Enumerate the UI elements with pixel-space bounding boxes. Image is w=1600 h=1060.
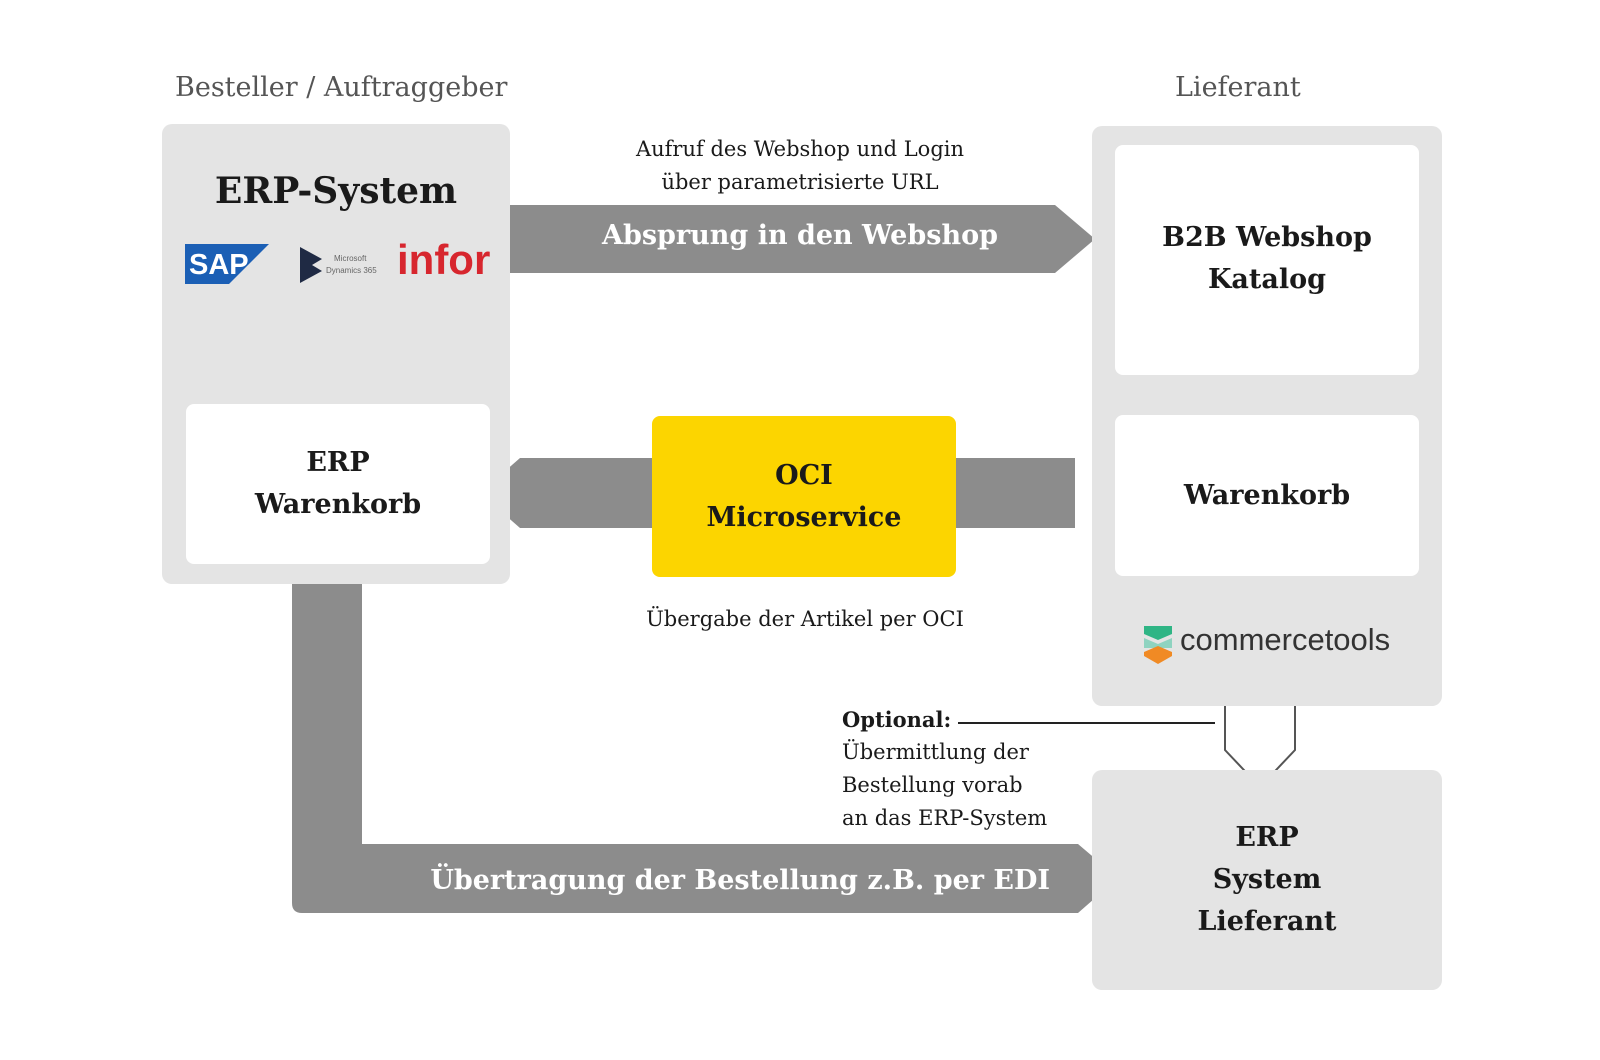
svg-text:Microsoft: Microsoft xyxy=(334,254,367,263)
orderer-column-title: Besteller / Auftraggeber xyxy=(175,72,508,103)
webshop-jump-label: Absprung in den Webshop xyxy=(602,220,998,251)
infor-logo: infor xyxy=(397,236,491,283)
optional-line1: Übermittlung der xyxy=(842,740,1029,764)
erp-cart-card: ERP Warenkorb xyxy=(186,404,490,564)
svg-text:Dynamics 365: Dynamics 365 xyxy=(326,266,377,275)
optional-line3: an das ERP-System xyxy=(842,806,1048,830)
edi-transfer-arrow xyxy=(292,580,1118,913)
webshop-jump-arrow xyxy=(500,205,1095,273)
erp-cart-line1: ERP xyxy=(306,447,370,478)
supplier-erp-line2: System xyxy=(1212,864,1322,895)
supplier-cart-label: Warenkorb xyxy=(1183,479,1351,511)
commercetools-wordmark: commercetools xyxy=(1180,622,1391,657)
erp-cart-line2: Warenkorb xyxy=(254,489,422,520)
supplier-erp-panel: ERP System Lieferant xyxy=(1092,770,1442,990)
edi-transfer-label: Übertragung der Bestellung z.B. per EDI xyxy=(430,865,1050,896)
sap-logo: SAP xyxy=(185,244,269,284)
dynamics-365-logo: Microsoft Dynamics 365 xyxy=(298,245,390,285)
optional-note: Optional: Übermittlung der Bestellung vo… xyxy=(842,703,1047,835)
optional-line2: Bestellung vorab xyxy=(842,773,1023,797)
webshop-line2: Katalog xyxy=(1207,264,1327,295)
oci-line2: Microservice xyxy=(706,501,902,533)
webshop-call-caption-line1: Aufruf des Webshop und Login xyxy=(635,137,965,161)
oci-line1: OCI xyxy=(775,459,833,491)
commercetools-icon xyxy=(1140,626,1176,664)
oci-transfer-caption: Übergabe der Artikel per OCI xyxy=(646,607,964,631)
webshop-call-caption-line2: über parametrisierte URL xyxy=(661,170,939,194)
oci-return-arrowhead xyxy=(480,458,660,528)
b2b-webshop-card: B2B Webshop Katalog xyxy=(1115,145,1419,375)
oci-microservice-box: OCI Microservice xyxy=(652,416,956,577)
webshop-line1: B2B Webshop xyxy=(1162,222,1372,253)
svg-text:SAP: SAP xyxy=(189,249,249,281)
supplier-erp-line1: ERP xyxy=(1235,822,1299,853)
optional-title: Optional: xyxy=(842,707,952,732)
supplier-column-title: Lieferant xyxy=(1175,72,1301,103)
webshop-call-caption: Aufruf des Webshop und Login über parame… xyxy=(530,133,1070,199)
supplier-cart-card: Warenkorb xyxy=(1115,415,1419,576)
supplier-erp-line3: Lieferant xyxy=(1197,906,1337,937)
erp-system-title: ERP-System xyxy=(214,170,458,212)
oci-return-bar xyxy=(935,458,1075,528)
